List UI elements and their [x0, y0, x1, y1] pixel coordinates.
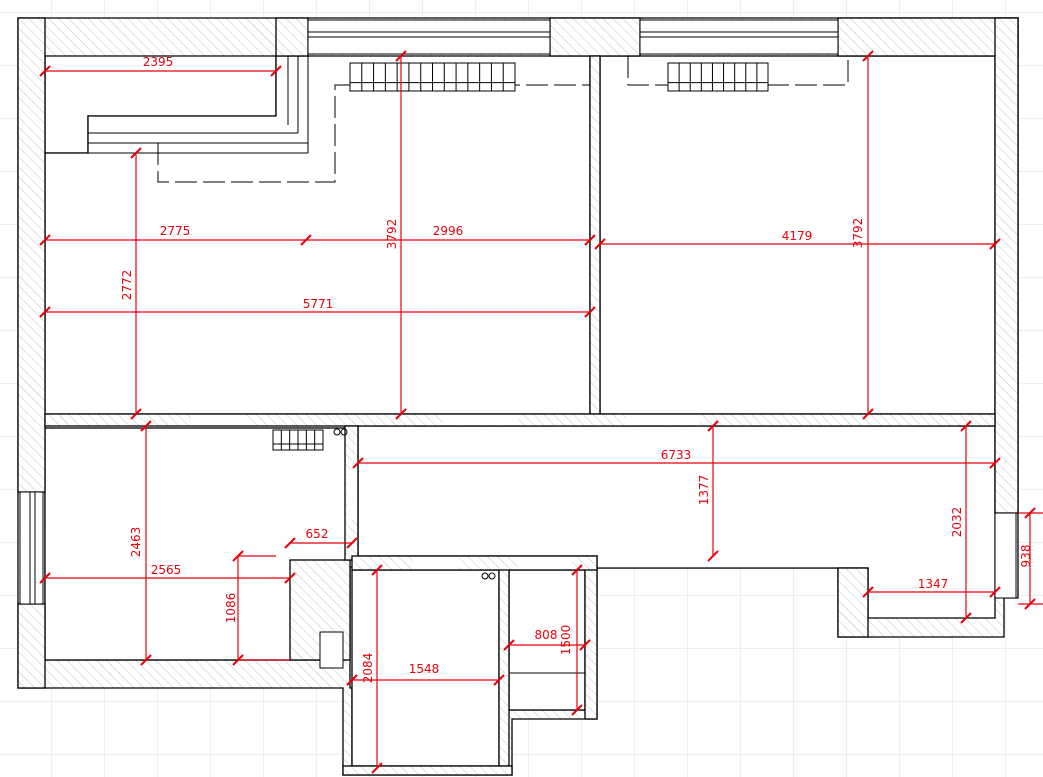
- dimension-tick: [503, 639, 515, 651]
- dim-2772: 2772: [120, 270, 134, 301]
- dimension-labels: 2395 2775 2996 5771 2772 3792 4179 3792 …: [120, 55, 1033, 683]
- dim-6733: 6733: [661, 448, 692, 462]
- dimension-tick: [960, 420, 972, 432]
- dimension-tick: [140, 420, 152, 432]
- dim-2996: 2996: [433, 224, 464, 238]
- dimension-tick: [39, 306, 51, 318]
- dimension-tick: [352, 457, 364, 469]
- dimension-tick: [584, 234, 596, 246]
- dim-2463: 2463: [129, 527, 143, 558]
- dimension-tick: [346, 674, 358, 686]
- dimension-tick: [1024, 507, 1036, 519]
- dim-5771: 5771: [303, 297, 334, 311]
- dimension-tick: [1024, 598, 1036, 610]
- dimension-tick: [579, 639, 591, 651]
- dim-1548: 1548: [409, 662, 440, 676]
- dim-1086: 1086: [224, 593, 238, 624]
- dimension-tick: [284, 572, 296, 584]
- dimension-tick: [493, 674, 505, 686]
- dimension-tick: [300, 234, 312, 246]
- dimension-tick: [571, 704, 583, 716]
- inner-lines: [88, 56, 585, 674]
- dimension-tick: [707, 550, 719, 562]
- dimension-tick: [395, 408, 407, 420]
- dimension-tick: [371, 762, 383, 774]
- dim-2032: 2032: [950, 507, 964, 538]
- dimension-tick: [989, 586, 1001, 598]
- dimension-tick: [232, 654, 244, 666]
- dimension-tick: [346, 537, 358, 549]
- door-openings: [191, 415, 700, 569]
- dim-808: 808: [535, 628, 558, 642]
- dimension-tick: [989, 238, 1001, 250]
- dimension-tick: [862, 586, 874, 598]
- room-living-right: [599, 55, 996, 415]
- dim-1500: 1500: [559, 625, 573, 656]
- dimension-tick: [960, 612, 972, 624]
- dim-652: 652: [306, 527, 329, 541]
- dim-2775: 2775: [160, 224, 191, 238]
- dim-3792-right: 3792: [851, 218, 865, 249]
- dimension-tick: [284, 537, 296, 549]
- dimension-tick: [130, 408, 142, 420]
- dim-2395: 2395: [143, 55, 174, 69]
- dimension-tick: [140, 654, 152, 666]
- dim-938: 938: [1019, 545, 1033, 568]
- dimension-tick: [571, 564, 583, 576]
- dim-1347: 1347: [918, 577, 949, 591]
- double-circle-icon: [333, 428, 496, 580]
- dimension-lines: [39, 50, 1043, 774]
- dimension-tick: [130, 147, 142, 159]
- dimension-tick: [707, 420, 719, 432]
- dim-2084: 2084: [361, 653, 375, 684]
- dim-1377: 1377: [697, 475, 711, 506]
- dimension-tick: [594, 238, 606, 250]
- dimension-tick: [584, 306, 596, 318]
- dimension-tick: [371, 564, 383, 576]
- rooms: [44, 55, 996, 767]
- windows: [19, 19, 1017, 605]
- dimension-tick: [39, 234, 51, 246]
- dimension-tick: [395, 50, 407, 62]
- dimension-tick: [989, 457, 1001, 469]
- dim-3792-left: 3792: [385, 219, 399, 250]
- dimension-tick: [862, 408, 874, 420]
- dimension-tick: [232, 550, 244, 562]
- dimension-tick: [39, 65, 51, 77]
- dimension-tick: [270, 65, 282, 77]
- dim-2565: 2565: [151, 563, 182, 577]
- dim-4179: 4179: [782, 229, 813, 243]
- wall-blocks: [17, 17, 1019, 776]
- dimension-tick: [862, 50, 874, 62]
- dimension-tick: [39, 572, 51, 584]
